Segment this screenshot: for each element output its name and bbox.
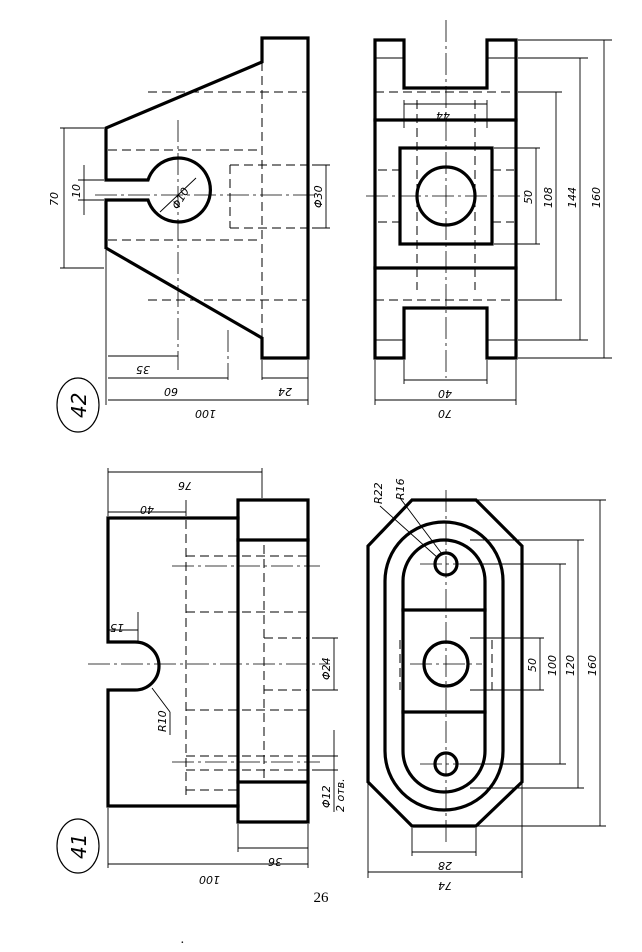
dim-41-100b: 100 [546, 655, 559, 676]
dim-41-r16: R16 [394, 478, 407, 500]
page-number: 26 [313, 890, 329, 906]
dim-42-40: 40 [438, 387, 452, 400]
drawing-41-side-view: 76 40 15 R10 Φ24 Φ12 2 отв. 36 100 [88, 468, 347, 886]
dim-41-76: 76 [178, 479, 192, 492]
drawing-41-front-view: R22 R16 50 100 120 160 28 74 [366, 478, 606, 892]
dim-42-60: 60 [164, 385, 178, 398]
dim-41-15: 15 [110, 621, 124, 634]
dim-42-phi30: Φ30 [312, 185, 325, 208]
dim-41-50: 50 [526, 658, 539, 672]
dim-42-phi10: Φ10 [169, 185, 192, 211]
dim-41-phi24: Φ24 [320, 657, 333, 680]
dim-42-70b: 70 [438, 407, 452, 420]
dim-42-70: 70 [48, 192, 61, 206]
problem-number-41: 41 [56, 818, 100, 874]
dim-41-phi12: Φ12 [320, 785, 333, 808]
dim-41-40: 40 [140, 503, 154, 516]
problem-number-42-label: 42 [67, 393, 91, 418]
dim-42-10: 10 [70, 184, 83, 198]
problem-number-42: 42 [56, 377, 100, 433]
dim-41-100: 100 [199, 873, 220, 886]
dim-42-100: 100 [195, 407, 216, 420]
dim-41-28: 28 [438, 859, 452, 872]
dim-42-44: 44 [436, 109, 450, 122]
stray-mark: · [180, 936, 185, 951]
drawing-42: 70 10 Φ10 Φ30 35 60 100 24 [48, 20, 612, 433]
dim-42-108: 108 [542, 187, 555, 208]
dim-41-160: 160 [586, 655, 599, 676]
dim-41-r22: R22 [372, 482, 385, 504]
drawing-42-front-view: 44 50 108 144 160 40 70 [366, 20, 612, 420]
problem-number-41-label: 41 [67, 834, 91, 859]
dim-42-50: 50 [522, 190, 535, 204]
drawing-41: 76 40 15 R10 Φ24 Φ12 2 отв. 36 100 [56, 468, 606, 892]
dim-41-r10: R10 [156, 710, 169, 732]
dim-41-120: 120 [564, 655, 577, 676]
dim-42-35: 35 [136, 363, 150, 376]
dim-41-holes: 2 отв. [334, 778, 347, 812]
dim-41-36: 36 [268, 855, 282, 868]
dim-42-24: 24 [278, 385, 292, 398]
drawing-42-side-view: 70 10 Φ10 Φ30 35 60 100 24 [48, 36, 330, 420]
dim-41-74: 74 [438, 879, 452, 892]
dim-42-144: 144 [566, 187, 579, 208]
dim-42-160: 160 [590, 187, 603, 208]
